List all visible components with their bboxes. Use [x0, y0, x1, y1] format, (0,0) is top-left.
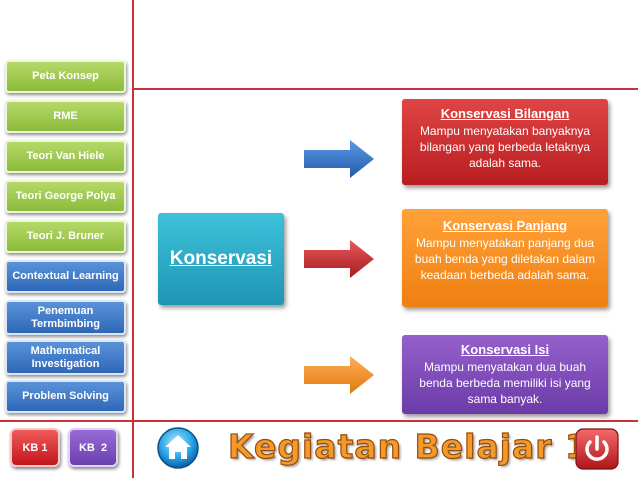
arrow-right-icon — [304, 240, 374, 278]
card-body: Mampu menyatakan dua buah benda berbeda … — [419, 360, 591, 406]
nav-contextual-learning-button[interactable]: Contextual Learning — [5, 260, 126, 293]
top-divider — [132, 88, 638, 90]
nav-teori-george-polya-button[interactable]: Teori George Polya — [5, 180, 126, 213]
kb2-button[interactable]: KB 2 — [68, 428, 118, 467]
nav-peta-konsep-button[interactable]: Peta Konsep — [5, 60, 126, 93]
konservasi-label: Konservasi — [169, 248, 273, 269]
nav-rme-button[interactable]: RME — [5, 100, 126, 133]
card-body: Mampu menyatakan panjang dua buah benda … — [414, 236, 596, 282]
nav-label: Problem Solving — [22, 390, 109, 402]
kb2-label: KB 2 — [78, 441, 108, 454]
vertical-divider — [132, 0, 134, 478]
page-title: Kegiatan Belajar 1 — [227, 426, 590, 466]
nav-label: Penemuan Termbimbing — [31, 304, 100, 330]
bottom-divider — [0, 420, 638, 422]
card-title: Konservasi Bilangan — [440, 106, 570, 121]
nav-label: Contextual Learning — [12, 270, 119, 282]
kb1-button[interactable]: KB 1 — [10, 428, 60, 467]
nav-label: Peta Konsep — [32, 70, 99, 82]
card-konservasi-bilangan: Konservasi Bilangan Mampu menyatakan ban… — [402, 99, 608, 185]
card-konservasi-isi: Konservasi Isi Mampu menyatakan dua buah… — [402, 335, 608, 414]
nav-mathematical-investigation-button[interactable]: Mathematical Investigation — [5, 340, 126, 375]
card-title: Konservasi Isi — [460, 342, 550, 357]
nav-penemuan-termbimbing-button[interactable]: Penemuan Termbimbing — [5, 300, 126, 335]
nav-teori-van-hiele-button[interactable]: Teori Van Hiele — [5, 140, 126, 173]
nav-problem-solving-button[interactable]: Problem Solving — [5, 380, 126, 413]
nav-label: Teori J. Bruner — [26, 230, 105, 242]
card-title: Konservasi Panjang — [442, 218, 568, 233]
kb1-label: KB 1 — [22, 441, 48, 454]
arrow-right-icon — [304, 356, 374, 394]
power-icon[interactable] — [575, 428, 619, 470]
nav-label: RME — [53, 110, 78, 122]
nav-label: Teori George Polya — [15, 190, 116, 202]
nav-label: Mathematical Investigation — [30, 344, 101, 370]
card-konservasi-panjang: Konservasi Panjang Mampu menyatakan panj… — [402, 209, 608, 307]
card-body: Mampu menyatakan banyaknya bilangan yang… — [419, 124, 591, 170]
home-icon[interactable] — [156, 426, 200, 470]
konservasi-box: Konservasi — [158, 213, 284, 305]
nav-label: Teori Van Hiele — [26, 150, 105, 162]
arrow-right-icon — [304, 140, 374, 178]
nav-teori-j-bruner-button[interactable]: Teori J. Bruner — [5, 220, 126, 253]
